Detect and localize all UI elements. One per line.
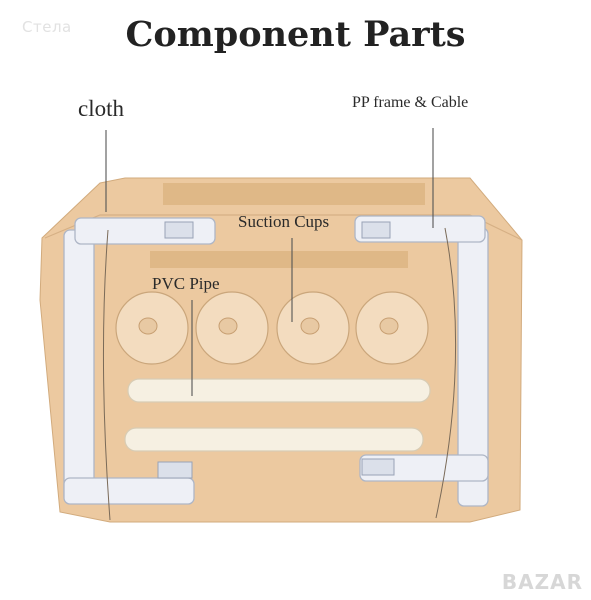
pvc-pipe-2	[124, 427, 424, 452]
cloth-fold	[44, 214, 523, 241]
velcro-strap-middle	[150, 251, 408, 268]
cloth-label: cloth	[78, 96, 124, 121]
pvc-pipe-label: PVC Pipe	[152, 274, 220, 293]
suction-cups-label: Suction Cups	[238, 212, 330, 231]
velcro-strap-top	[163, 183, 425, 205]
suction-cup-knobs	[138, 317, 399, 335]
brand-logo: BAZAR	[501, 570, 583, 594]
watermark-text: Стела	[22, 18, 72, 36]
frame-clips	[157, 221, 395, 479]
page-title: Component Parts	[125, 14, 466, 55]
cable-right	[435, 227, 457, 519]
pp-frame-cable-label: PP frame & Cable	[352, 94, 469, 111]
cable-left	[102, 229, 111, 521]
pp-frame-left	[63, 217, 216, 505]
pvc-pipe-1	[127, 378, 431, 403]
pointer-lines	[105, 128, 434, 396]
